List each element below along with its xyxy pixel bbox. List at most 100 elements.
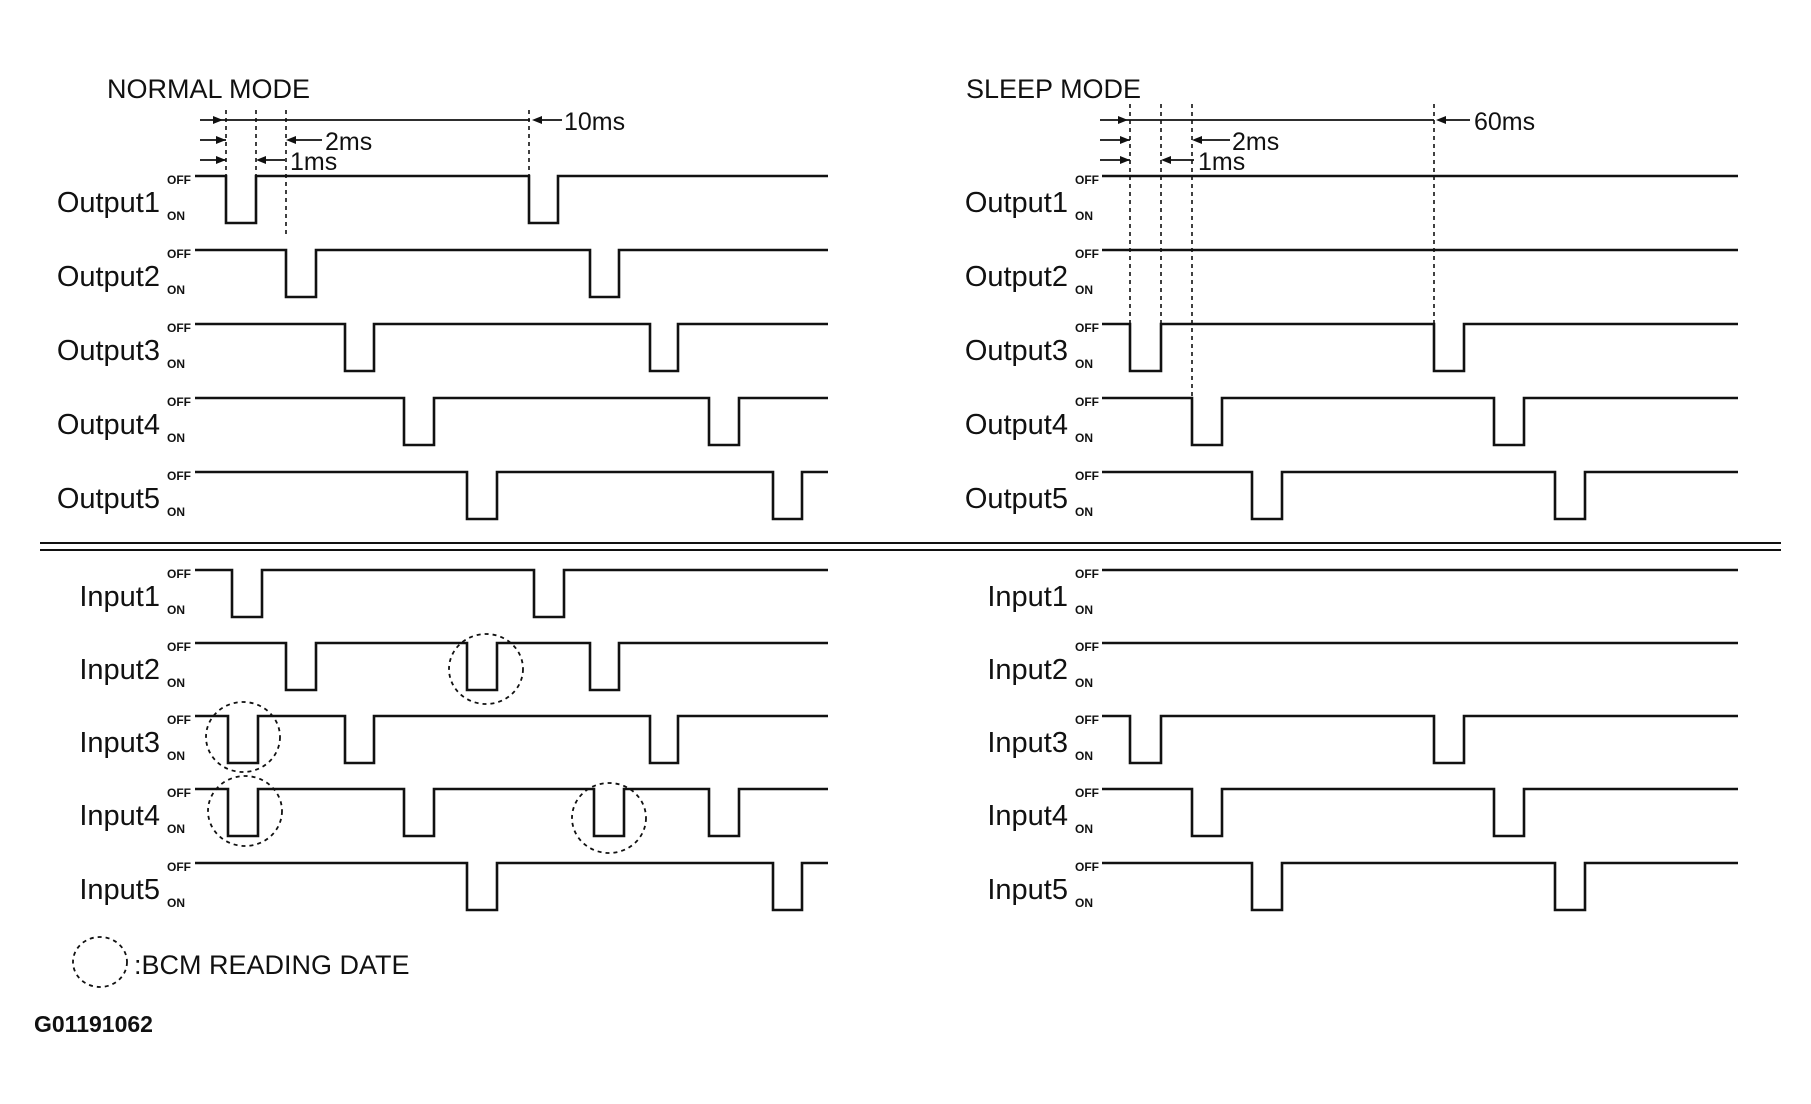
- normal-input2-label: Input2: [79, 654, 160, 686]
- normal-input3-on-level: ON: [167, 749, 185, 763]
- sleep-timing-2ms: 2ms: [1232, 128, 1279, 156]
- legend-text: :BCM READING DATE: [134, 950, 410, 980]
- sleep-output5-on-level: ON: [1075, 505, 1093, 519]
- normal-timing-annotation: 10ms 2ms 1ms: [200, 108, 625, 238]
- normal-arrow-icon: [213, 116, 223, 124]
- normal-output5-off-level: OFF: [167, 469, 191, 483]
- sleep-arrow-icon: [1192, 136, 1202, 144]
- sleep-input5-label: Input5: [987, 874, 1068, 906]
- bcm-reading-circle: [207, 775, 283, 847]
- normal-arrow-icon: [216, 156, 226, 164]
- sleep-mode-title: SLEEP MODE: [966, 74, 1141, 104]
- sleep-output4-label: Output4: [965, 409, 1068, 441]
- sleep-input1-label: Input1: [987, 581, 1068, 613]
- normal-output3-off-level: OFF: [167, 321, 191, 335]
- sleep-input1-off-level: OFF: [1075, 567, 1099, 581]
- normal-output3-on-level: ON: [167, 357, 185, 371]
- normal-output2-label: Output2: [57, 261, 160, 293]
- bcm-reading-circle: [205, 701, 281, 773]
- sleep-input4-off-level: OFF: [1075, 786, 1099, 800]
- sleep-input3-on-level: ON: [1075, 749, 1093, 763]
- normal-input5-on-level: ON: [167, 896, 185, 910]
- sleep-output1-on-level: ON: [1075, 209, 1093, 223]
- normal-output3-waveform: [195, 322, 828, 373]
- normal-output4-waveform: [195, 396, 828, 447]
- normal-output4-off-level: OFF: [167, 395, 191, 409]
- normal-output2-waveform: [195, 248, 828, 299]
- sleep-input2-on-level: ON: [1075, 676, 1093, 690]
- sleep-output3-off-level: OFF: [1075, 321, 1099, 335]
- normal-input4-waveform: [195, 787, 828, 838]
- sleep-input3-off-level: OFF: [1075, 713, 1099, 727]
- normal-arrow-icon: [216, 136, 226, 144]
- bcm-reading-markers: [205, 633, 647, 854]
- normal-arrow-icon: [256, 156, 266, 164]
- sleep-input4-label: Input4: [987, 800, 1068, 832]
- sleep-output3-label: Output3: [965, 335, 1068, 367]
- normal-output5-on-level: ON: [167, 505, 185, 519]
- normal-timing-2ms: 2ms: [325, 128, 372, 156]
- normal-input2-off-level: OFF: [167, 640, 191, 654]
- legend: :BCM READING DATE: [72, 936, 410, 988]
- sleep-output2-label: Output2: [965, 261, 1068, 293]
- normal-output1-label: Output1: [57, 187, 160, 219]
- normal-input2-waveform: [195, 641, 828, 692]
- sleep-output4-off-level: OFF: [1075, 395, 1099, 409]
- normal-arrow-icon: [286, 136, 296, 144]
- sleep-arrow-icon: [1161, 156, 1171, 164]
- normal-input1-on-level: ON: [167, 603, 185, 617]
- sleep-input3-waveform: [1102, 714, 1738, 765]
- sleep-input2-label: Input2: [987, 654, 1068, 686]
- normal-arrow-icon: [532, 116, 542, 124]
- sleep-output5-off-level: OFF: [1075, 469, 1099, 483]
- sleep-arrow-icon: [1436, 116, 1446, 124]
- sleep-output3-waveform: [1102, 322, 1738, 373]
- sleep-input1-on-level: ON: [1075, 603, 1093, 617]
- sleep-arrow-icon: [1120, 156, 1130, 164]
- normal-input2-on-level: ON: [167, 676, 185, 690]
- normal-output2-off-level: OFF: [167, 247, 191, 261]
- normal-input1-waveform: [195, 568, 828, 619]
- normal-output1-off-level: OFF: [167, 173, 191, 187]
- sleep-output3-on-level: ON: [1075, 357, 1093, 371]
- sleep-output5-label: Output5: [965, 483, 1068, 515]
- normal-input5-label: Input5: [79, 874, 160, 906]
- normal-input5-waveform: [195, 861, 828, 912]
- sleep-input4-waveform: [1102, 787, 1738, 838]
- normal-timing-10ms: 10ms: [564, 108, 625, 136]
- sleep-output5-waveform: [1102, 470, 1738, 521]
- sleep-arrow-icon: [1120, 136, 1130, 144]
- sleep-input2-off-level: OFF: [1075, 640, 1099, 654]
- normal-input4-label: Input4: [79, 800, 160, 832]
- sleep-input5-waveform: [1102, 861, 1738, 912]
- normal-timing-1ms: 1ms: [290, 148, 337, 176]
- normal-output4-label: Output4: [57, 409, 160, 441]
- sleep-timing-1ms: 1ms: [1198, 148, 1245, 176]
- normal-output3-label: Output3: [57, 335, 160, 367]
- normal-output4-on-level: ON: [167, 431, 185, 445]
- normal-input5-off-level: OFF: [167, 860, 191, 874]
- normal-input4-on-level: ON: [167, 822, 185, 836]
- sleep-output1-off-level: OFF: [1075, 173, 1099, 187]
- sleep-output2-on-level: ON: [1075, 283, 1093, 297]
- sleep-arrow-icon: [1118, 116, 1128, 124]
- channel-rows: Output1OFFONOutput2OFFONOutput3OFFONOutp…: [57, 173, 1738, 912]
- sleep-input5-on-level: ON: [1075, 896, 1093, 910]
- normal-output1-waveform: [195, 174, 828, 225]
- normal-input3-waveform: [195, 714, 828, 765]
- bcm-reading-circle: [448, 633, 524, 705]
- bcm-reading-circle: [571, 782, 647, 854]
- dashed-circle-icon: [72, 936, 128, 988]
- sleep-timing-60ms: 60ms: [1474, 108, 1535, 136]
- sleep-input5-off-level: OFF: [1075, 860, 1099, 874]
- normal-output1-on-level: ON: [167, 209, 185, 223]
- normal-output2-on-level: ON: [167, 283, 185, 297]
- figure-code: G01191062: [34, 1011, 153, 1037]
- normal-input3-off-level: OFF: [167, 713, 191, 727]
- sleep-input3-label: Input3: [987, 727, 1068, 759]
- normal-mode-title: NORMAL MODE: [107, 74, 310, 104]
- sleep-timing-annotation: 60ms 2ms 1ms: [1100, 104, 1535, 400]
- sleep-output4-waveform: [1102, 396, 1738, 447]
- sleep-output1-label: Output1: [965, 187, 1068, 219]
